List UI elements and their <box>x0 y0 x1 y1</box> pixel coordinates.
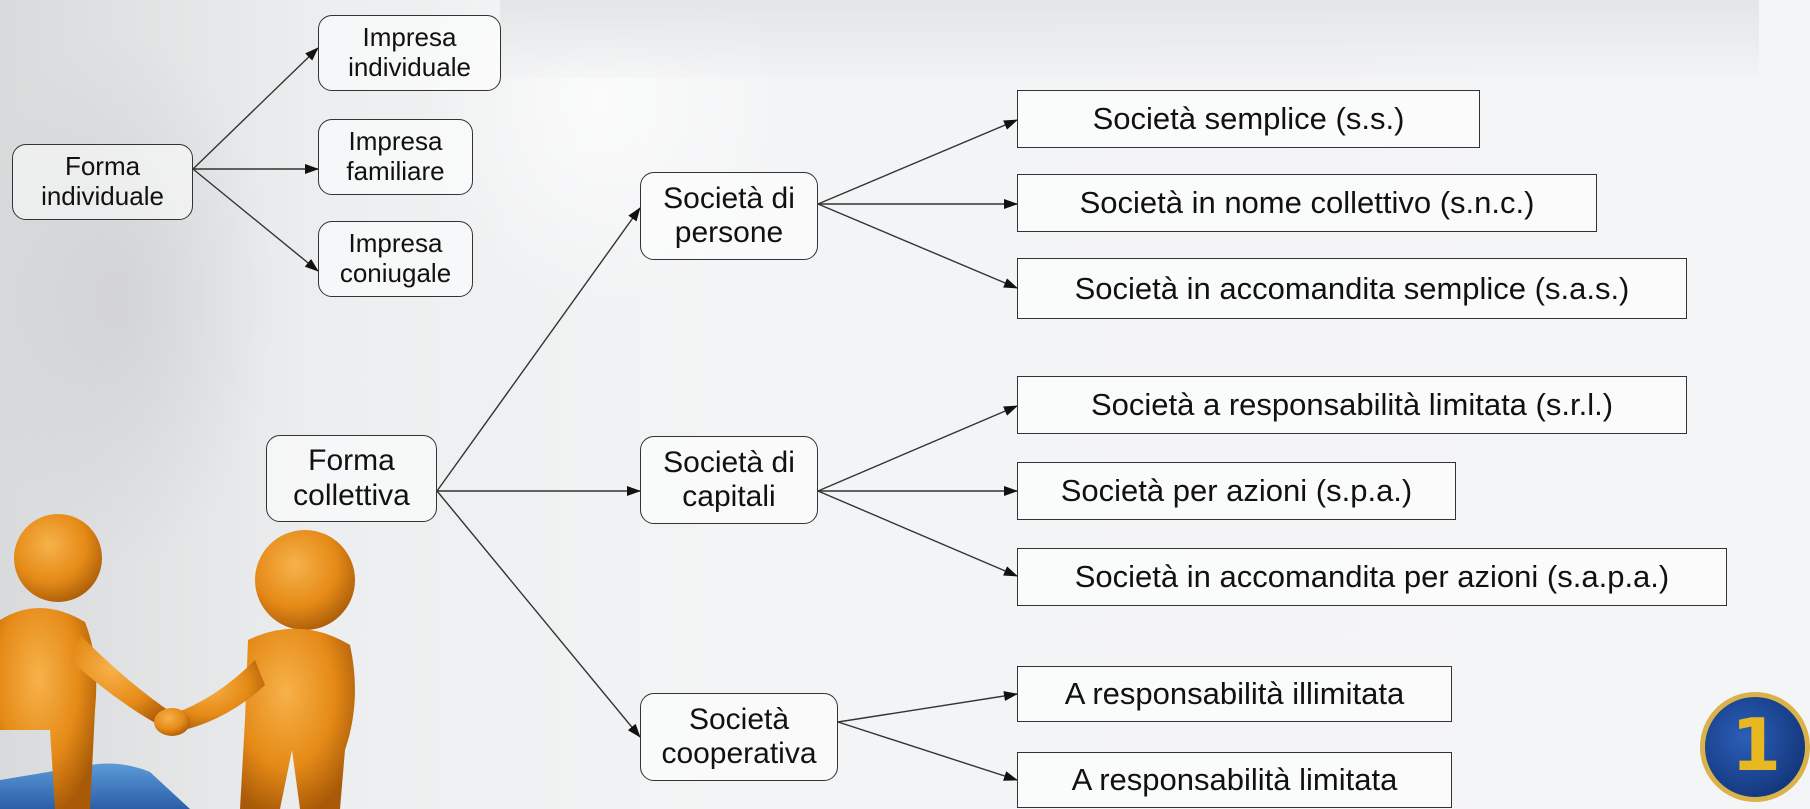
right-figure-head <box>255 530 355 630</box>
arrow-persone-to-sas <box>817 203 1018 289</box>
handshake-hands <box>154 708 190 736</box>
node-impresa-familiare: Impresa familiare <box>318 119 473 195</box>
arrow-capitali-to-srl <box>817 405 1018 492</box>
leaf-responsabilita-limitata: A responsabilità limitata <box>1017 752 1452 808</box>
arrow-cooperativa-to-limitata <box>837 721 1018 781</box>
leaf-responsabilita-illimitata: A responsabilità illimitata <box>1017 666 1452 722</box>
right-figure-body <box>240 628 355 809</box>
puzzle-piece <box>0 763 190 809</box>
node-forma-individuale: Forma individuale <box>12 144 193 220</box>
arrow-collettiva-to-persone <box>436 207 641 492</box>
leaf-societa-responsabilita-limitata: Società a responsabilità limitata (s.r.l… <box>1017 376 1687 434</box>
node-impresa-individuale: Impresa individuale <box>318 15 501 91</box>
connector-layer <box>192 47 1018 781</box>
arrow-individuale-to-impresa-individuale <box>192 47 319 170</box>
background-band <box>500 0 1759 78</box>
node-impresa-coniugale: Impresa coniugale <box>318 221 473 297</box>
leaf-societa-per-azioni: Società per azioni (s.p.a.) <box>1017 462 1456 520</box>
arrow-cooperativa-to-illimitata <box>837 691 1018 723</box>
left-figure-arm <box>70 635 175 730</box>
arrow-collettiva-to-cooperativa <box>436 490 641 738</box>
node-societa-di-persone: Società di persone <box>640 172 818 260</box>
arrow-persone-to-ss <box>817 119 1018 205</box>
arrow-individuale-to-impresa-coniugale <box>192 168 319 272</box>
node-societa-cooperativa: Società cooperativa <box>640 693 838 781</box>
leaf-societa-nome-collettivo: Società in nome collettivo (s.n.c.) <box>1017 174 1597 232</box>
handshake-illustration <box>0 514 355 809</box>
leaf-societa-accomandita-semplice: Società in accomandita semplice (s.a.s.) <box>1017 258 1687 319</box>
right-figure-arm <box>170 660 265 732</box>
node-societa-di-capitali: Società di capitali <box>640 436 818 524</box>
node-forma-collettiva: Forma collettiva <box>266 435 437 522</box>
leaf-societa-semplice: Società semplice (s.s.) <box>1017 90 1480 148</box>
slide-number-badge: 1 <box>1700 692 1810 802</box>
left-figure-head <box>14 514 102 602</box>
arrow-capitali-to-sapa <box>817 490 1018 577</box>
leaf-societa-accomandita-per-azioni: Società in accomandita per azioni (s.a.p… <box>1017 548 1727 606</box>
